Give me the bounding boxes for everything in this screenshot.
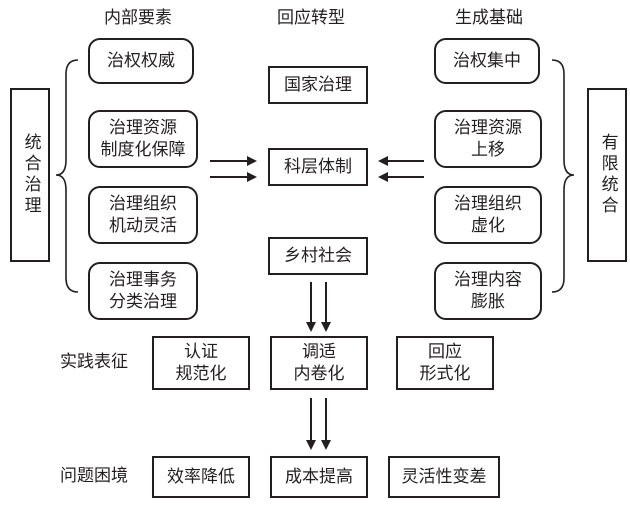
- problem-item-efficiency: 效率降低: [152, 456, 250, 498]
- left-double-arrow-right: [210, 156, 257, 182]
- practice-item-certification-text: 认证 规范化: [175, 341, 227, 384]
- left-item-resources-text: 治理资源 制度化保障: [100, 117, 186, 160]
- practice-item-response-text: 回应 形式化: [419, 341, 471, 384]
- problem-item-cost: 成本提高: [270, 456, 368, 498]
- center-rural-society: 乡村社会: [268, 237, 368, 275]
- right-brace: [551, 59, 575, 293]
- problem-item-cost-text: 成本提高: [285, 466, 353, 487]
- center-state-governance: 国家治理: [268, 66, 368, 104]
- right-item-resources-up-text: 治理资源 上移: [454, 117, 522, 160]
- down-double-arrow-1: [306, 282, 331, 332]
- left-label-text: 统合治理: [20, 133, 41, 217]
- center-bureaucracy: 科层体制: [268, 148, 368, 186]
- left-brace: [55, 59, 79, 293]
- center-state-governance-text: 国家治理: [284, 74, 352, 95]
- right-item-organization-hollow-text: 治理组织 虚化: [454, 193, 522, 236]
- practice-row-label: 实践表征: [60, 352, 128, 372]
- right-item-content-expansion: 治理内容 膨胀: [434, 262, 542, 320]
- center-bureaucracy-text: 科层体制: [284, 156, 352, 177]
- header-internal-elements: 内部要素: [104, 8, 172, 28]
- problem-item-flexibility-text: 灵活性变差: [401, 466, 487, 487]
- practice-item-response: 回应 形式化: [396, 336, 494, 390]
- left-item-organization-text: 治理组织 机动灵活: [109, 193, 177, 236]
- center-rural-society-text: 乡村社会: [284, 245, 352, 266]
- right-double-arrow-left: [378, 156, 424, 182]
- right-item-centralization: 治权集中: [434, 38, 540, 84]
- practice-item-adaptation: 调适 内卷化: [270, 336, 368, 390]
- practice-item-certification: 认证 规范化: [152, 336, 250, 390]
- right-item-content-expansion-text: 治理内容 膨胀: [454, 269, 522, 312]
- right-limited-integration-box: 有限统合: [587, 88, 627, 262]
- left-item-affairs-text: 治理事务 分类治理: [109, 269, 177, 312]
- practice-item-adaptation-text: 调适 内卷化: [293, 341, 345, 384]
- left-item-authority-text: 治权权威: [107, 50, 175, 71]
- right-item-centralization-text: 治权集中: [453, 50, 521, 71]
- problem-item-flexibility: 灵活性变差: [388, 456, 500, 498]
- problem-item-efficiency-text: 效率降低: [167, 466, 235, 487]
- left-item-affairs: 治理事务 分类治理: [88, 262, 198, 320]
- left-integrated-governance-box: 统合治理: [10, 88, 50, 262]
- left-item-resources: 治理资源 制度化保障: [88, 110, 198, 168]
- header-response-transformation: 回应转型: [277, 8, 345, 28]
- header-generation-basis: 生成基础: [455, 8, 523, 28]
- problems-row-label: 问题困境: [60, 466, 128, 486]
- right-item-resources-up: 治理资源 上移: [434, 110, 542, 168]
- right-item-organization-hollow: 治理组织 虚化: [434, 186, 542, 244]
- down-double-arrow-2: [306, 398, 331, 450]
- left-item-authority: 治权权威: [88, 38, 194, 84]
- right-label-text: 有限统合: [597, 133, 618, 217]
- left-item-organization: 治理组织 机动灵活: [88, 186, 198, 244]
